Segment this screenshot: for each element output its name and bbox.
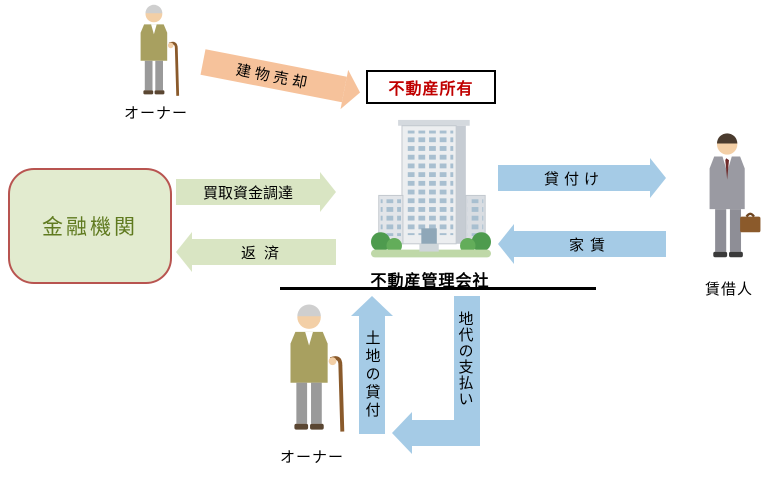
lending-arrow-label: 貸付け [498, 165, 650, 191]
ownership-label: 不動産所有 [388, 81, 474, 98]
arrow-head-left-icon [498, 224, 514, 264]
rent-arrow: 家賃 [498, 224, 666, 264]
elderly-man-icon [140, 4, 180, 96]
arrow-head-right-icon [320, 172, 336, 212]
building-sale-arrow-label: 建物売却 [200, 49, 347, 103]
financial-institution-label: 金融機関 [42, 216, 138, 239]
management-company-label: 不動産管理会社 [370, 273, 490, 290]
land-rent-arrow-label: 地代の支払い [456, 311, 474, 407]
building-sale-arrow: 建物売却 [199, 42, 364, 113]
financial-institution-box: 金融機関 [8, 168, 172, 284]
owner-bottom-label: オーナー [279, 449, 344, 466]
land-lease-arrow [351, 296, 393, 434]
land-rent-arrow [392, 296, 480, 454]
repayment-arrow-label: 返済 [192, 239, 336, 265]
owner-bottom-figure [268, 296, 356, 442]
purchase-funding-arrow-label: 買取資金調達 [176, 179, 320, 205]
owner-top-figure [116, 2, 196, 100]
purchase-funding-arrow: 買取資金調達 [176, 172, 336, 212]
ownership-box: 不動産所有 [366, 70, 496, 104]
lending-arrow: 貸付け [498, 158, 666, 198]
office-building-icon [371, 119, 491, 258]
divider-line [280, 287, 596, 290]
arrow-head-left-icon [176, 232, 192, 272]
tenant-figure [692, 126, 766, 272]
arrow-head-right-icon [650, 158, 666, 198]
building-figure [362, 118, 500, 268]
repayment-arrow: 返済 [176, 232, 336, 272]
businessman-icon [709, 133, 761, 258]
tenant-label: 賃借人 [704, 281, 753, 298]
owner-top-label: オーナー [123, 105, 188, 122]
elderly-man-icon [290, 304, 345, 432]
land-lease-arrow-label: 土地の貸付 [363, 330, 381, 420]
rent-arrow-label: 家賃 [514, 231, 666, 257]
